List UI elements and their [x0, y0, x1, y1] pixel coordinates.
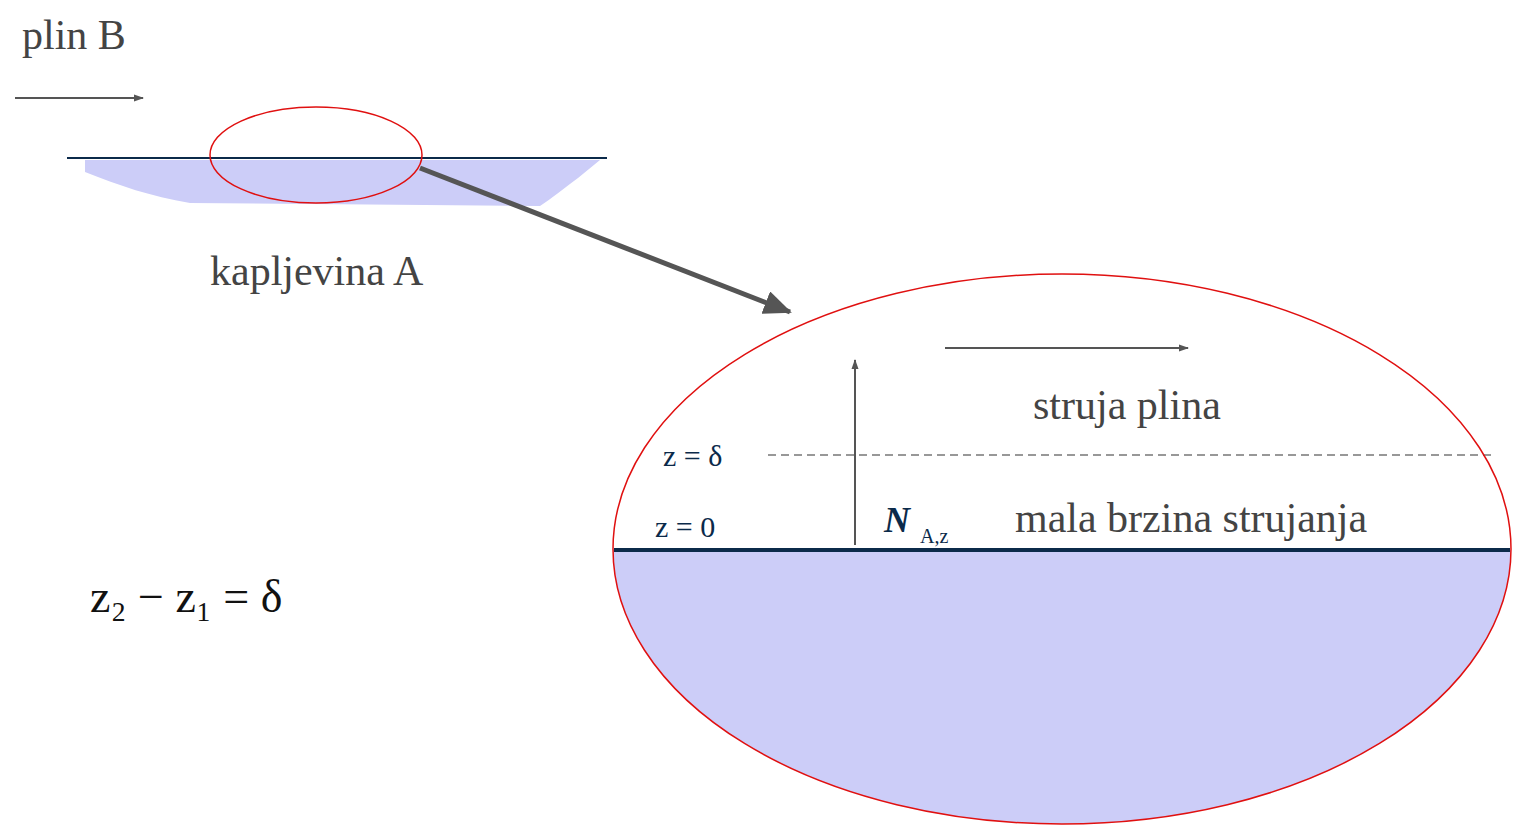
liquid-label: kapljevina A	[210, 250, 423, 292]
flux-symbol: N	[884, 502, 910, 538]
stream-arrow	[945, 347, 1188, 349]
liquid-pool	[85, 160, 600, 206]
liquid-region	[600, 550, 1515, 825]
liquid-surface	[67, 157, 607, 159]
stream-label: struja plina	[1033, 384, 1221, 426]
flux-subscript: A,z	[920, 526, 948, 546]
interface-line	[614, 548, 1510, 552]
zoom-ellipse-large	[613, 274, 1511, 824]
height-label: z = δ	[663, 441, 722, 471]
zoom-arrow	[420, 168, 790, 312]
zoom-ellipse	[210, 107, 422, 203]
gas-label: plin B	[22, 14, 126, 56]
equation: z₂ − z₁ = δ	[90, 574, 282, 620]
film-boundary	[768, 454, 1492, 456]
origin-label: z = 0	[655, 512, 715, 542]
flux-arrow	[854, 360, 856, 545]
gas-flow-arrow	[15, 97, 143, 99]
layer-label: mala brzina strujanja	[1015, 497, 1367, 539]
